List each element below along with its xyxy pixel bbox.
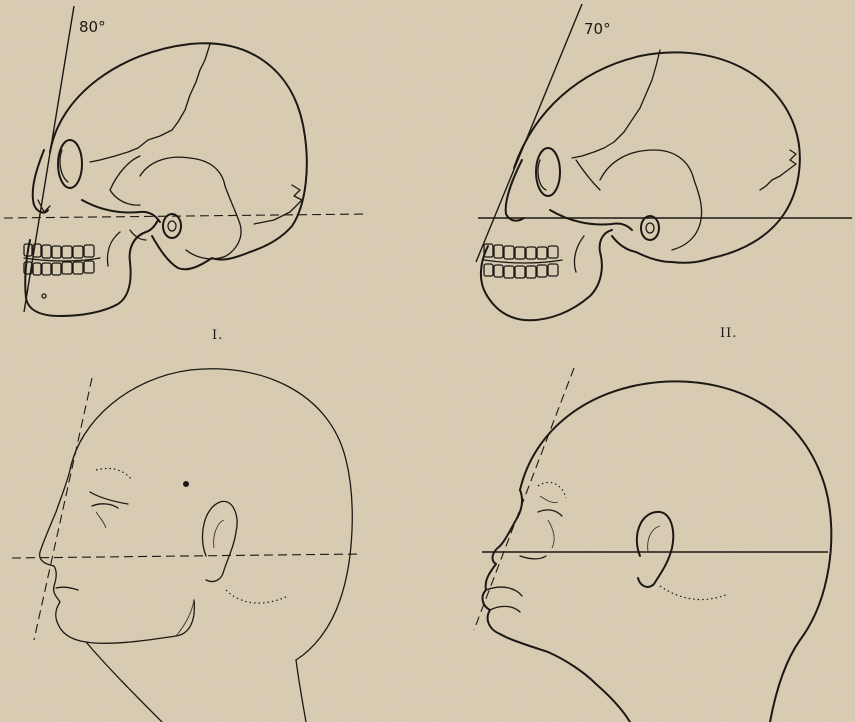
figure-label-I: I. bbox=[212, 328, 223, 343]
head-1-landmark-dot bbox=[183, 481, 189, 487]
figure-label-II: II. bbox=[720, 326, 737, 341]
angle-label-70: 70° bbox=[584, 20, 611, 38]
angle-label-80: 80° bbox=[79, 18, 106, 36]
